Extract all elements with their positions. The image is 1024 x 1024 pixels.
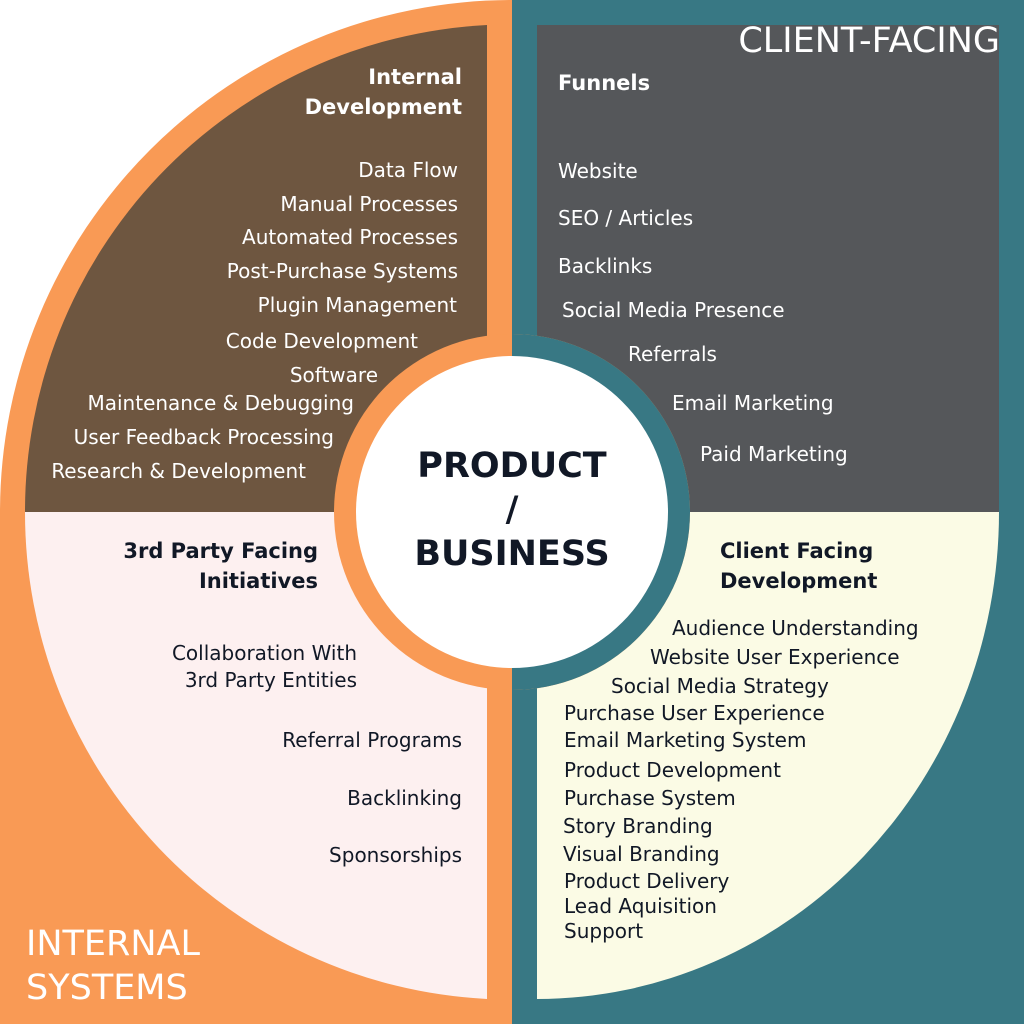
funnels-title: Funnels [558,71,651,95]
client-development-item: Product Development [564,758,781,782]
label-internal-systems: INTERNAL SYSTEMS [26,922,200,1010]
client-development-title: Client Facing Development [720,536,877,596]
corner-top-left-white [0,0,512,512]
client-development-item: Purchase System [564,786,736,810]
client-development-item: Website User Experience [650,645,900,669]
internal-item: Data Flow [358,158,458,182]
center-label-line3: BUSINESS [414,534,610,574]
client-development-item: Email Marketing System [564,728,807,752]
quadrant-internal-development [24,25,488,512]
internal-item: Automated Processes [242,225,458,249]
funnels-item: Social Media Presence [562,298,785,322]
funnels-item: Paid Marketing [700,442,848,466]
quadrant-third-party [24,512,488,999]
third-party-item: Sponsorships [329,843,462,867]
center-label-line2: / [505,490,519,530]
label-internal-systems-line2: SYSTEMS [26,968,188,1008]
internal-development-title: Internal Development [305,62,462,122]
third-party-item: Collaboration With [171,641,357,665]
funnels-item: Backlinks [558,254,653,278]
internal-item: Research & Development [51,459,306,483]
internal-development-title-line2: Development [304,95,462,119]
internal-item: User Feedback Processing [73,425,334,449]
center-label: PRODUCT / BUSINESS [412,444,612,576]
third-party-title-line1: 3rd Party Facing [123,539,318,563]
client-development-title-line2: Development [720,569,878,593]
funnels-item: Referrals [628,342,717,366]
client-development-item: Lead Aquisition [564,894,717,918]
client-development-item: Support [564,919,644,943]
client-development-item: Social Media Strategy [611,674,829,698]
internal-item: Manual Processes [280,192,458,216]
third-party-item: Backlinking [347,786,462,810]
label-internal-systems-line1: INTERNAL [26,924,200,964]
internal-item: Post-Purchase Systems [226,259,458,283]
client-development-item: Product Delivery [564,869,730,893]
third-party-title: 3rd Party Facing Initiatives [123,536,318,596]
center-disc [356,356,668,668]
internal-item: Code Development [225,329,418,353]
third-party-title-line2: Initiatives [198,569,318,593]
internal-item: Software [289,363,378,387]
quadrant-client-development [537,512,999,999]
internal-item: Maintenance & Debugging [87,391,354,415]
third-party-item: Referral Programs [282,728,462,752]
label-client-facing: CLIENT-FACING [738,21,1000,61]
center-label-line1: PRODUCT [417,446,607,486]
quadrant-funnels [537,25,999,512]
client-development-item: Story Branding [563,814,713,838]
funnels-item: Website [558,159,638,183]
funnels-item: Email Marketing [672,391,834,415]
client-development-item: Purchase User Experience [564,701,825,725]
third-party-item: 3rd Party Entities [184,668,357,692]
client-development-item: Audience Understanding [672,616,919,640]
client-development-title-line1: Client Facing [720,539,874,563]
internal-item: Plugin Management [257,293,457,317]
funnels-item: SEO / Articles [558,206,694,230]
internal-development-title-line1: Internal [368,65,462,89]
client-development-item: Visual Branding [563,842,720,866]
